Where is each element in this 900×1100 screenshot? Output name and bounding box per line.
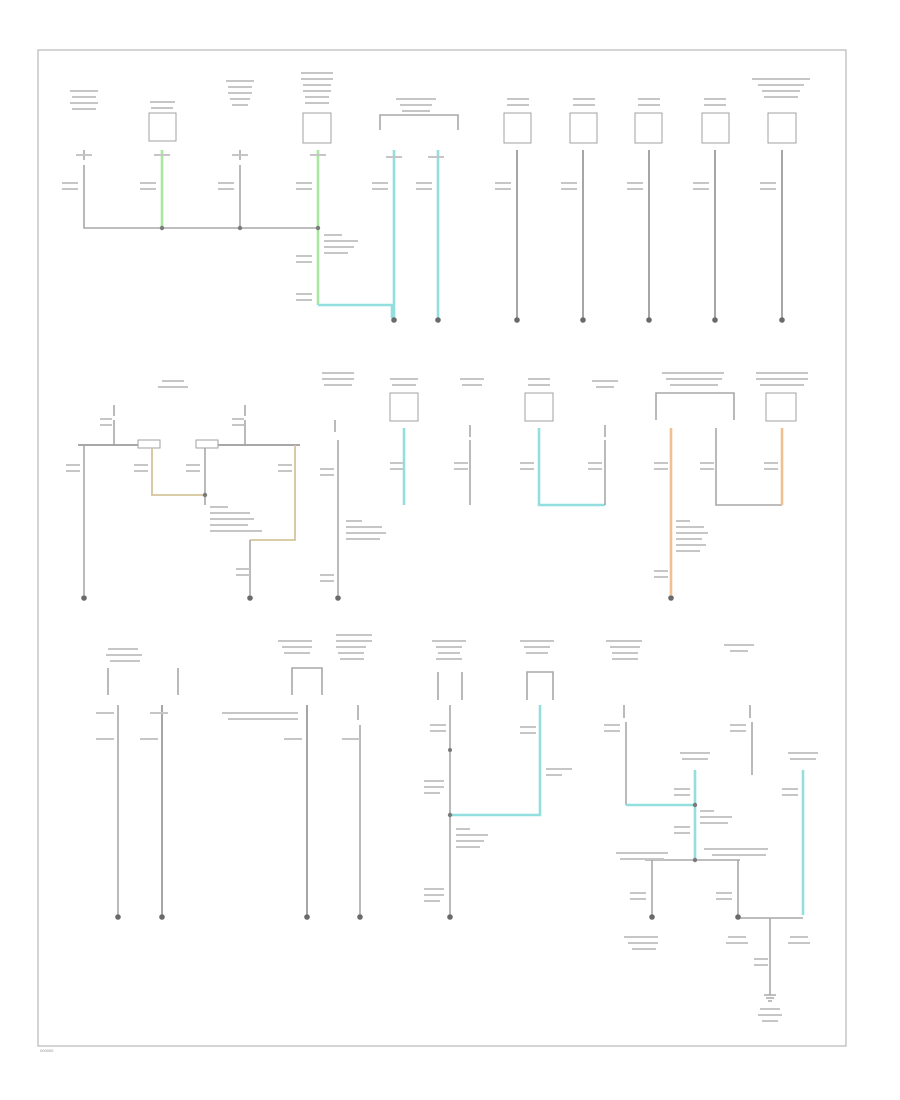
splice — [202, 492, 208, 498]
ground-point — [304, 914, 310, 920]
splice-pack-connector — [137, 439, 161, 449]
component-box — [569, 112, 598, 144]
ground-point — [159, 914, 165, 920]
ground-point — [668, 595, 674, 601]
component-box — [524, 392, 554, 422]
wire-cyan — [450, 705, 542, 817]
splice — [159, 225, 165, 231]
component-box — [302, 112, 332, 144]
illegible-labels — [62, 72, 810, 301]
component-bracket — [655, 392, 735, 420]
row-2 — [66, 372, 808, 601]
ground-point — [115, 914, 121, 920]
component-bracket — [379, 114, 459, 130]
wire-tan — [250, 445, 296, 541]
splice — [448, 748, 452, 752]
component-box — [765, 392, 797, 422]
component-box — [701, 112, 730, 144]
row-1 — [62, 72, 810, 323]
splice — [237, 225, 243, 231]
row-3 — [96, 634, 818, 1022]
wire-cyan — [537, 428, 605, 507]
ground-point — [391, 317, 397, 323]
ground-point — [447, 914, 453, 920]
splice — [692, 857, 698, 863]
ground-point — [735, 914, 741, 920]
wire — [715, 428, 782, 506]
ground-point — [514, 317, 520, 323]
component-box — [767, 112, 797, 144]
ground-point — [435, 317, 441, 323]
illegible-labels — [66, 372, 808, 582]
component-bracket — [107, 668, 179, 695]
component-box — [503, 112, 532, 144]
component-box — [389, 392, 419, 422]
diagram-frame — [37, 49, 847, 1047]
ground-point — [81, 595, 87, 601]
component-box — [634, 112, 663, 144]
component-bracket — [291, 667, 323, 695]
ground-point — [357, 914, 363, 920]
component-bracket — [526, 671, 554, 700]
splice-pack-connector — [195, 439, 219, 449]
ground-point — [247, 595, 253, 601]
ground-point — [335, 595, 341, 601]
ground-point — [646, 317, 652, 323]
ground-point — [580, 317, 586, 323]
wire — [737, 860, 803, 919]
splice — [692, 802, 698, 808]
wire — [83, 165, 318, 229]
wire-tan — [151, 448, 205, 496]
page-id: 000000 — [40, 1048, 54, 1053]
ground-point — [649, 914, 655, 920]
splice — [447, 812, 453, 818]
illegible-labels — [96, 634, 818, 1022]
ground-point — [712, 317, 718, 323]
wire-cyan — [318, 303, 394, 318]
splice — [315, 225, 321, 231]
ground-symbol — [764, 994, 776, 1002]
component-bracket — [437, 672, 463, 700]
ground-point — [779, 317, 785, 323]
component-box — [148, 112, 177, 142]
